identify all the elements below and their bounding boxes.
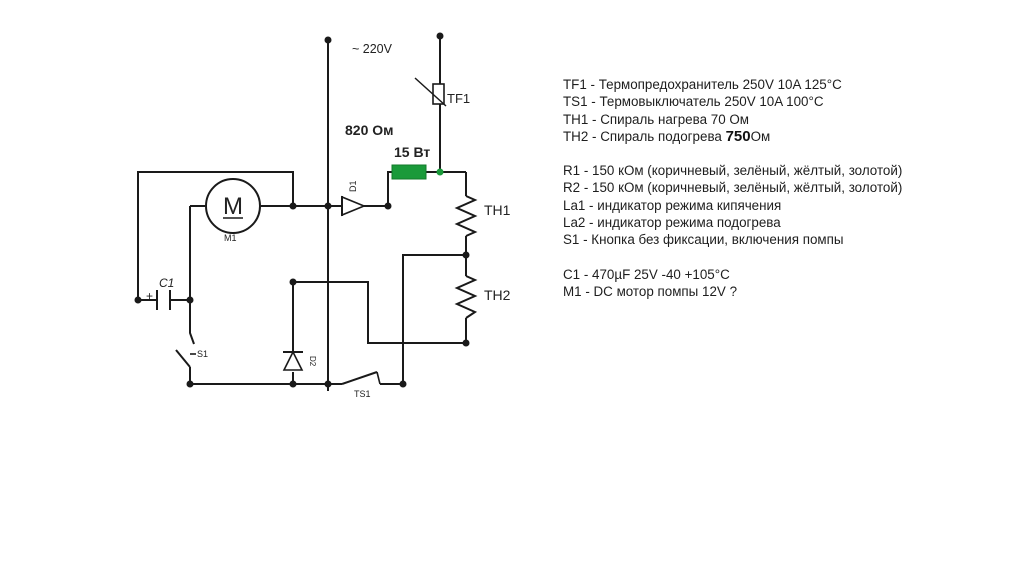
motor-symbol: M	[223, 193, 243, 220]
fuse-tab	[414, 77, 447, 107]
diode-d2-label: D2	[308, 356, 317, 367]
junction-dot	[186, 380, 194, 388]
legend-line: S1 - Кнопка без фиксации, включения помп…	[563, 232, 844, 248]
legend-gap	[563, 249, 902, 266]
cap-label: C1	[159, 276, 174, 290]
junction-dot	[324, 36, 332, 44]
legend-line: R1 - 150 кОм (коричневый, зелёный, жёлты…	[563, 163, 903, 179]
switch-label: S1	[197, 349, 208, 359]
legend-line: La2 - индикатор режима подогрева	[563, 215, 781, 231]
junction-dot	[462, 339, 470, 347]
resistor-body	[391, 164, 427, 180]
junction-dot	[289, 278, 297, 286]
diode-d1: D1	[341, 180, 367, 217]
resistor-value-label: 820 Ом	[345, 122, 394, 138]
junction-dot	[186, 296, 194, 304]
legend-group-motor: C1 - 470µF 25V -40 +105°C M1 - DC мотор …	[563, 266, 902, 301]
thermal-fuse-tf1: TF1	[414, 77, 470, 107]
legend-th2-value: 750	[725, 127, 751, 145]
switch-lever	[175, 349, 191, 368]
resistor-820: 820 Ом 15 Вт	[345, 122, 430, 180]
motor-label: M1	[224, 233, 237, 243]
legend-line-th2: TH2 - Спираль подогрева 750Ом	[563, 128, 902, 145]
wire-d2-loop	[293, 281, 466, 344]
diode-d2: D2	[282, 350, 317, 371]
capacitor-c1: + C1	[146, 276, 174, 310]
wire-d1-resistor	[387, 171, 392, 206]
junction-dot	[462, 251, 470, 259]
thermostat-ts1: TS1	[341, 371, 381, 399]
legend-th2-prefix: TH2 - Спираль подогрева	[563, 128, 726, 144]
component-legend: TF1 - Термопредохранитель 250V 10A 125°C…	[563, 76, 902, 300]
ts1-contact	[376, 371, 381, 385]
junctions	[134, 32, 470, 388]
legend-line: C1 - 470µF 25V -40 +105°C	[563, 266, 730, 282]
junction-dot	[399, 380, 407, 388]
wire-s1-top	[189, 300, 195, 345]
junction-dot	[289, 380, 297, 388]
cap-plus-sign: +	[146, 289, 153, 303]
motor-m1: M M1	[205, 178, 261, 243]
fuse-body	[432, 83, 445, 105]
switch-s1: S1	[175, 349, 208, 368]
legend-line: M1 - DC мотор помпы 12V ?	[563, 283, 738, 299]
legend-line: TS1 - Термовыключатель 250V 10A 100°C	[563, 94, 824, 110]
legend-line: La1 - индикатор режима кипячения	[563, 197, 782, 213]
junction-dot	[324, 202, 332, 210]
legend-line: TH1 - Спираль нагрева 70 Ом	[563, 111, 749, 127]
diode-d1-label: D1	[348, 180, 358, 192]
ts1-lever	[341, 371, 378, 385]
junction-dot	[134, 296, 142, 304]
legend-gap	[563, 145, 902, 162]
legend-group-parts: R1 - 150 кОм (коричневый, зелёный, жёлты…	[563, 162, 902, 248]
junction-dot	[324, 380, 332, 388]
diode-d1-triangle	[341, 195, 367, 217]
heater-th1-zigzag	[454, 195, 478, 237]
ts1-label: TS1	[354, 389, 371, 399]
legend-line: TF1 - Термопредохранитель 250V 10A 125°C	[563, 77, 842, 92]
junction-dot	[436, 168, 444, 176]
diode-d2-triangle	[282, 350, 304, 371]
junction-dot	[289, 202, 297, 210]
heater-th2-zigzag	[454, 275, 478, 319]
heaters	[454, 195, 478, 319]
resistor-power-label: 15 Вт	[394, 144, 430, 160]
legend-th2-suffix: Ом	[750, 128, 771, 144]
wires	[137, 36, 467, 391]
fuse-label: TF1	[447, 91, 470, 106]
supply-label: ~ 220V	[352, 42, 393, 56]
heater-th2-label: TH2	[484, 287, 511, 303]
wire-th-tap	[402, 254, 466, 384]
junction-dot	[436, 32, 444, 40]
legend-group-fuses: TF1 - Термопредохранитель 250V 10A 125°C…	[563, 76, 902, 145]
wire-top-loop	[137, 171, 294, 300]
junction-dot	[384, 202, 392, 210]
heater-th1-label: TH1	[484, 202, 511, 218]
legend-line: R2 - 150 кОм (коричневый, зелёный, жёлты…	[563, 180, 903, 196]
motor-circle	[205, 178, 261, 234]
